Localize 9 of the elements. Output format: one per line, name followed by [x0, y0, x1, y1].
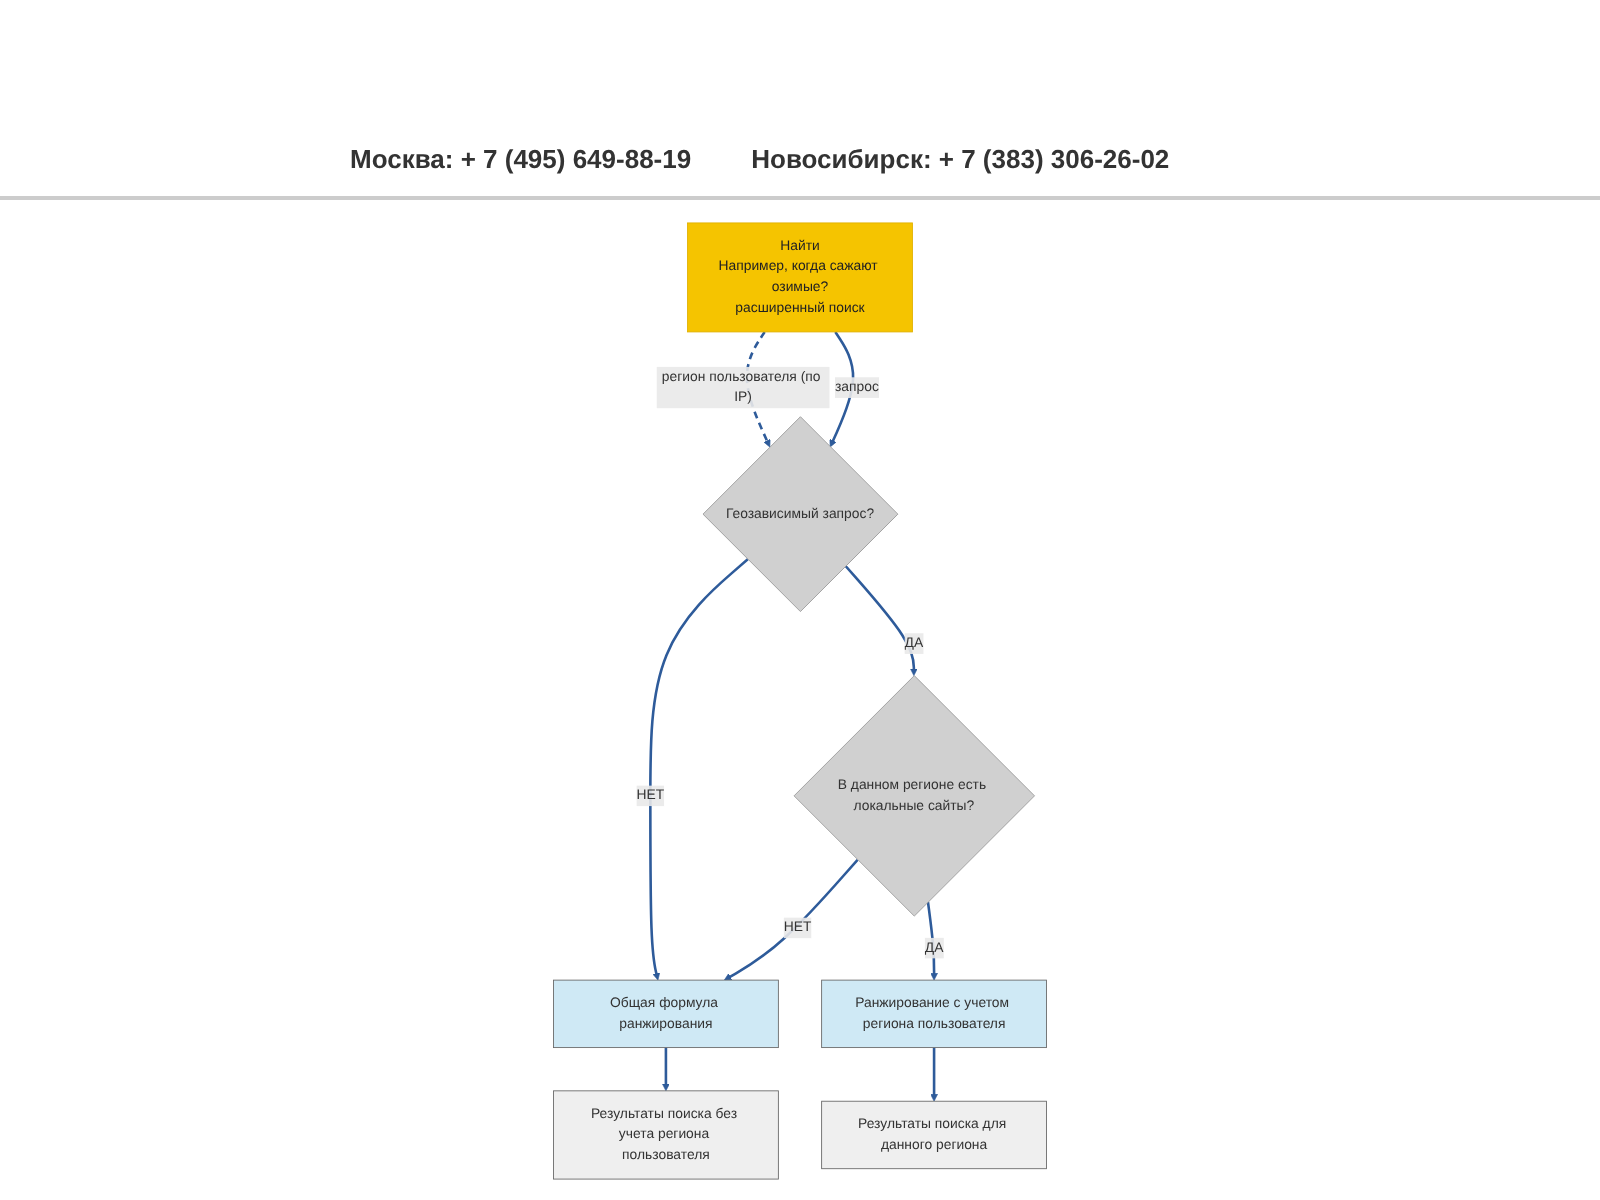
contact-text: Москва: + 7 (495) 649-88-19	[350, 143, 692, 173]
contact-text: Новосибирск: + 7 (383) 306-26-02	[751, 143, 1170, 173]
arrow	[829, 331, 855, 448]
arrow	[649, 558, 749, 981]
arrow	[662, 1047, 670, 1092]
arrow	[844, 565, 918, 676]
arrow	[926, 901, 938, 981]
arrow	[724, 858, 859, 981]
arrow	[930, 1047, 938, 1102]
